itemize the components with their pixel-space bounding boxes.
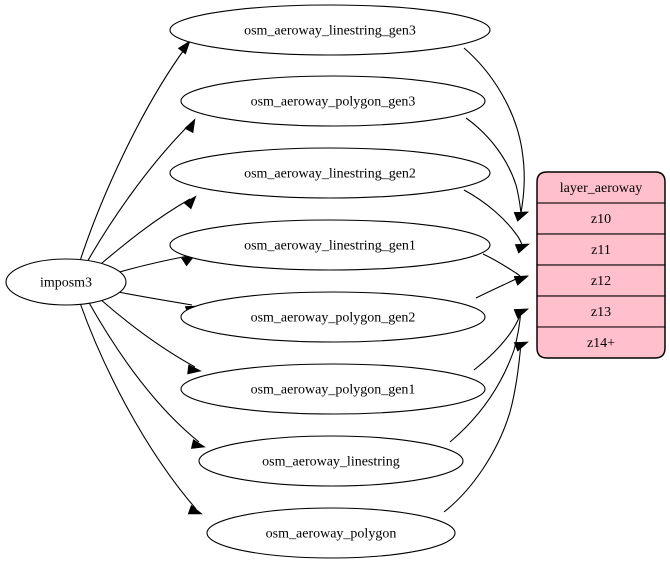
node-label-osm_aeroway_linestring: osm_aeroway_linestring	[262, 455, 400, 470]
node-ellipses: imposm3 osm_aeroway_linestring_gen3 osm_ae…	[5, 4, 491, 559]
node-osm_aeroway_polygon_gen2[interactable]: osm_aeroway_polygon_gen2	[180, 291, 486, 343]
edge-osm_aeroway_linestring_gen1-to-z12	[482, 253, 522, 278]
node-label-osm_aeroway_polygon: osm_aeroway_polygon	[266, 527, 397, 542]
arrowhead-z13	[513, 308, 529, 319]
arrowhead-osm_aeroway_polygon	[187, 504, 203, 515]
arrowhead-z12	[513, 275, 529, 286]
edges-to-layer-aeroway	[443, 47, 530, 513]
edge-osm_aeroway_polygon-to-z14	[443, 342, 522, 513]
edge-osm_aeroway_polygon_gen3-to-z10	[465, 117, 522, 214]
table-row-z11[interactable]: z11	[536, 233, 666, 266]
edge-imposm3-to-osm_aeroway_linestring_gen2	[95, 198, 191, 269]
table-row-z14[interactable]: z14+	[536, 326, 666, 359]
table-header-layer_aeroway[interactable]: layer_aeroway	[536, 171, 666, 204]
node-label-imposm3: imposm3	[40, 276, 92, 291]
node-shape-osm_aeroway_polygon_gen2	[180, 291, 486, 343]
node-osm_aeroway_linestring_gen2[interactable]: osm_aeroway_linestring_gen2	[169, 147, 491, 199]
node-label-osm_aeroway_linestring_gen3: osm_aeroway_linestring_gen3	[244, 24, 416, 39]
node-shape-osm_aeroway_linestring	[198, 435, 464, 487]
edge-osm_aeroway_linestring_gen3-to-z10	[463, 47, 525, 214]
table-outline	[536, 171, 666, 359]
arrowhead-osm_aeroway_polygon_gen3	[184, 118, 196, 134]
cell-shape-z12	[536, 264, 666, 297]
node-osm_aeroway_polygon_gen1[interactable]: osm_aeroway_polygon_gen1	[180, 363, 486, 415]
cell-shape-z13	[536, 295, 666, 328]
edge-imposm3-to-osm_aeroway_polygon_gen3	[85, 123, 191, 265]
edge-imposm3-to-osm_aeroway_polygon	[79, 302, 197, 510]
cell-label-z12: z12	[591, 274, 611, 289]
arrowhead-osm_aeroway_linestring_gen3	[177, 40, 191, 55]
node-osm_aeroway_linestring_gen3[interactable]: osm_aeroway_linestring_gen3	[169, 4, 491, 56]
cell-label-z14: z14+	[587, 336, 615, 351]
node-imposm3[interactable]: imposm3	[5, 258, 127, 306]
table-row-z10[interactable]: z10	[536, 202, 666, 235]
edge-imposm3-to-osm_aeroway_linestring_gen3	[79, 46, 187, 262]
edge-osm_aeroway_linestring_gen2-to-z11	[463, 189, 523, 246]
edge-osm_aeroway_linestring-to-z13	[449, 309, 522, 443]
arrowhead-z11	[514, 243, 530, 254]
arrowhead-z14	[513, 341, 529, 352]
node-label-osm_aeroway_polygon_gen1: osm_aeroway_polygon_gen1	[251, 383, 416, 398]
node-osm_aeroway_linestring_gen1[interactable]: osm_aeroway_linestring_gen1	[169, 219, 491, 271]
node-osm_aeroway_polygon_gen3[interactable]: osm_aeroway_polygon_gen3	[180, 75, 486, 127]
arrowhead-osm_aeroway_linestring	[190, 439, 206, 449]
table-row-z12[interactable]: z12	[536, 264, 666, 297]
edge-osm_aeroway_polygon_gen2-to-z12	[475, 277, 519, 299]
node-label-osm_aeroway_polygon_gen3: osm_aeroway_polygon_gen3	[251, 95, 416, 110]
edge-imposm3-to-osm_aeroway_linestring	[87, 300, 200, 443]
edge-imposm3-to-osm_aeroway_polygon_gen1	[99, 298, 196, 368]
table-row-z13[interactable]: z13	[536, 295, 666, 328]
cell-label-z10: z10	[591, 212, 611, 227]
cell-label-z13: z13	[591, 305, 611, 320]
layer-aeroway-table: layer_aeroway z10 z11 z12 z13 z14+	[536, 171, 666, 359]
node-label-osm_aeroway_linestring_gen1: osm_aeroway_linestring_gen1	[244, 239, 416, 254]
arrowhead-osm_aeroway_polygon_gen1	[187, 364, 202, 375]
node-label-osm_aeroway_linestring_gen2: osm_aeroway_linestring_gen2	[244, 167, 416, 182]
node-shape-osm_aeroway_polygon_gen3	[180, 75, 486, 127]
cell-label-z11: z11	[591, 243, 611, 258]
cell-label-header: layer_aeroway	[560, 181, 642, 196]
node-shape-imposm3	[5, 258, 127, 306]
node-osm_aeroway_polygon[interactable]: osm_aeroway_polygon	[206, 507, 456, 559]
edge-imposm3-to-osm_aeroway_linestring_gen1	[115, 255, 189, 274]
node-shape-osm_aeroway_linestring_gen1	[169, 219, 491, 271]
node-osm_aeroway_linestring[interactable]: osm_aeroway_linestring	[198, 435, 464, 487]
arrowhead-osm_aeroway_linestring_gen2	[183, 195, 197, 210]
node-shape-osm_aeroway_linestring_gen2	[169, 147, 491, 199]
node-shape-osm_aeroway_polygon	[206, 507, 456, 559]
node-shape-osm_aeroway_polygon_gen1	[180, 363, 486, 415]
arrowhead-z10	[513, 211, 529, 222]
node-label-osm_aeroway_polygon_gen2: osm_aeroway_polygon_gen2	[251, 311, 416, 326]
node-shape-osm_aeroway_linestring_gen3	[169, 4, 491, 56]
edge-imposm3-to-osm_aeroway_polygon_gen2	[117, 291, 193, 306]
